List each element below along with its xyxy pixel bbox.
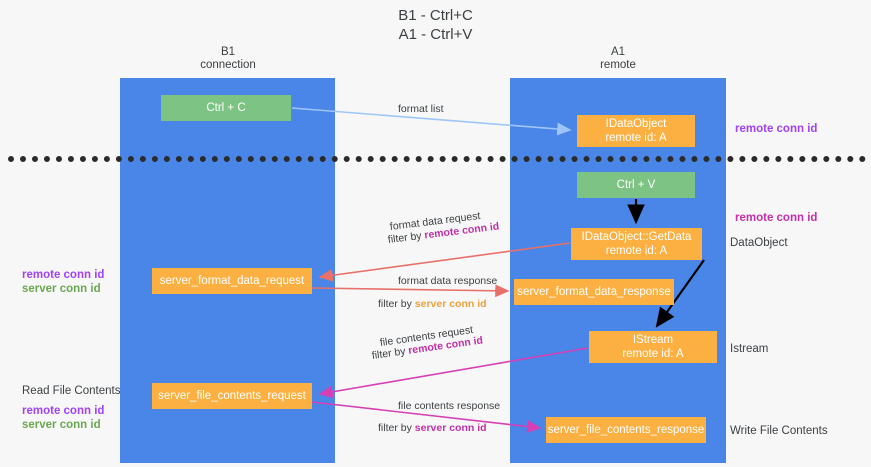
- node-idataobject-text: IDataObject remote id: A: [605, 117, 666, 145]
- edge-label-server-conn-id-a: server conn id: [414, 298, 487, 310]
- column-a1-name: A1: [610, 46, 626, 58]
- node-server-format-data-response-label: server_format_data_response: [517, 286, 671, 298]
- node-istream[interactable]: IStream remote id: A: [589, 331, 717, 363]
- annotation-dataobject: DataObject: [730, 237, 788, 249]
- page-title: B1 - Ctrl+C A1 - Ctrl+V: [0, 6, 871, 44]
- node-istream-text: IStream remote id: A: [622, 333, 683, 361]
- node-getdata-line2: remote id: A: [605, 245, 668, 257]
- annotation-remote-conn-id-top: remote conn id: [735, 123, 818, 135]
- node-istream-line2: remote id: A: [622, 348, 684, 360]
- node-ctrl-v[interactable]: Ctrl + V: [577, 172, 695, 198]
- edge-label-server-conn-id-b: server conn id: [414, 422, 487, 434]
- node-idataobject-line1: IDataObject: [605, 118, 667, 130]
- annotation-left-remote-conn-id-bot: remote conn id: [22, 405, 105, 417]
- node-server-file-contents-response-label: server_file_contents_response: [547, 424, 705, 436]
- node-ctrl-c-label: Ctrl + C: [206, 102, 246, 114]
- column-b1-role: connection: [200, 59, 256, 71]
- annotation-read-file-contents: Read File Contents: [22, 385, 121, 397]
- node-ctrl-v-label: Ctrl + V: [616, 179, 656, 191]
- edge-label-filter-by-c: filter by: [371, 345, 407, 362]
- node-server-file-contents-request[interactable]: server_file_contents_request: [152, 383, 312, 409]
- node-istream-line1: IStream: [632, 334, 674, 346]
- node-server-format-data-response[interactable]: server_format_data_response: [514, 279, 674, 305]
- edge-label-filter-server-conn-id-a: filter by server conn id: [378, 298, 487, 311]
- column-header-b1: B1 connection: [118, 46, 338, 72]
- edge-label-filter-by-a: filter by: [387, 229, 423, 246]
- edge-label-filter-server-conn-id-b: filter by server conn id: [378, 422, 487, 435]
- annotation-remote-conn-id-mid: remote conn id: [735, 212, 818, 224]
- annotation-left-conn-ids-mid: remote conn id server conn id: [22, 268, 104, 296]
- edge-label-filter-by-d: filter by: [378, 422, 412, 434]
- node-getdata-text: IDataObject::GetData remote id: A: [582, 230, 692, 258]
- annotation-left-bottom-group: Read File Contents remote conn id server…: [22, 384, 120, 432]
- node-server-format-data-request-label: server_format_data_request: [159, 275, 305, 287]
- annotation-left-server-conn-id-mid: server conn id: [22, 283, 101, 295]
- node-idataobject[interactable]: IDataObject remote id: A: [577, 115, 695, 147]
- node-server-file-contents-request-label: server_file_contents_request: [158, 390, 306, 402]
- annotation-write-file-contents: Write File Contents: [730, 425, 828, 437]
- title-line-2: A1 - Ctrl+V: [398, 26, 473, 43]
- node-getdata-line1: IDataObject::GetData: [581, 231, 692, 243]
- annotation-left-remote-conn-id-mid: remote conn id: [22, 269, 105, 281]
- annotation-istream: Istream: [730, 343, 769, 355]
- phase-divider: [8, 156, 866, 162]
- edge-label-filter-by-b: filter by: [378, 298, 412, 310]
- annotation-left-server-conn-id-bot: server conn id: [22, 419, 101, 431]
- column-a1-role: remote: [600, 59, 636, 71]
- connector-format-data-response: [311, 284, 510, 298]
- node-server-format-data-request[interactable]: server_format_data_request: [152, 268, 312, 294]
- title-line-1: B1 - Ctrl+C: [398, 7, 473, 24]
- edge-label-format-list: format list: [398, 103, 444, 115]
- node-idataobject-line2: remote id: A: [605, 132, 667, 144]
- column-b1-name: B1: [220, 46, 236, 58]
- node-idataobject-getdata[interactable]: IDataObject::GetData remote id: A: [571, 228, 702, 260]
- column-header-a1: A1 remote: [508, 46, 728, 72]
- node-ctrl-c[interactable]: Ctrl + C: [161, 95, 291, 121]
- edge-label-format-data-response: format data response: [398, 275, 498, 287]
- edge-label-file-contents-response: file contents response: [398, 400, 501, 412]
- node-server-file-contents-response[interactable]: server_file_contents_response: [546, 417, 706, 443]
